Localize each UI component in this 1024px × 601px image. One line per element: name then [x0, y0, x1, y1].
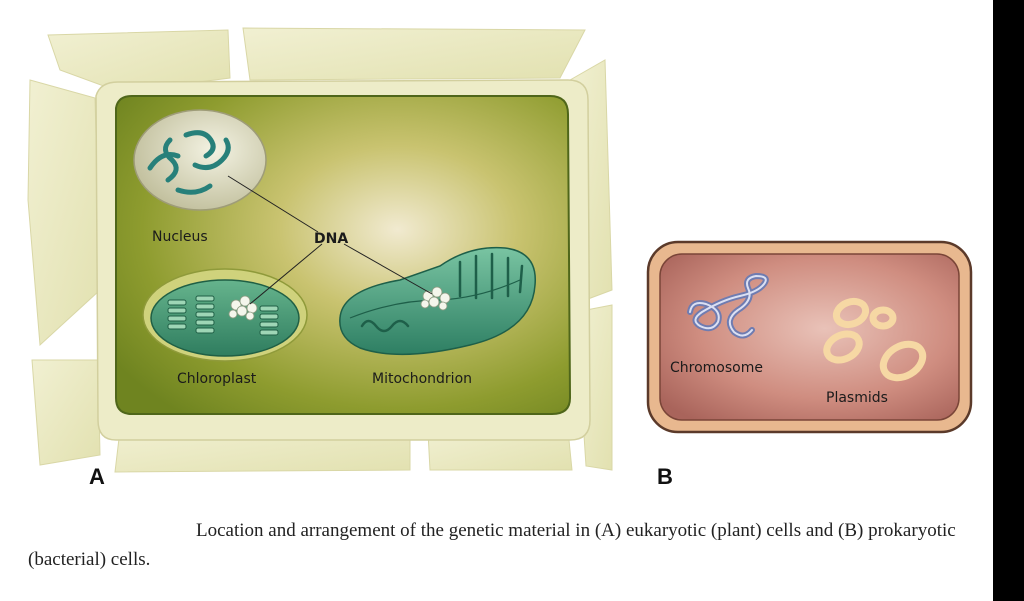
panel-a-letter: A	[89, 464, 105, 490]
figure-caption: Location and arrangement of the genetic …	[28, 516, 988, 574]
panel-b-letter: B	[657, 464, 673, 490]
nucleus	[134, 110, 266, 210]
plasmids-label: Plasmids	[826, 390, 888, 406]
chromosome-label: Chromosome	[670, 360, 763, 376]
bacterial-cytoplasm	[660, 254, 959, 420]
chloroplast	[143, 269, 307, 361]
chloroplast-label: Chloroplast	[177, 371, 257, 387]
dna-label: DNA	[314, 231, 348, 247]
bacterial-cell: Chromosome Plasmids	[648, 242, 971, 432]
plant-cell: Nucleus DNA Chloroplast Mitochondrion	[28, 28, 612, 472]
mitochondrion-label: Mitochondrion	[372, 371, 472, 387]
nucleus-label: Nucleus	[152, 229, 208, 245]
side-black-bar	[993, 0, 1024, 601]
